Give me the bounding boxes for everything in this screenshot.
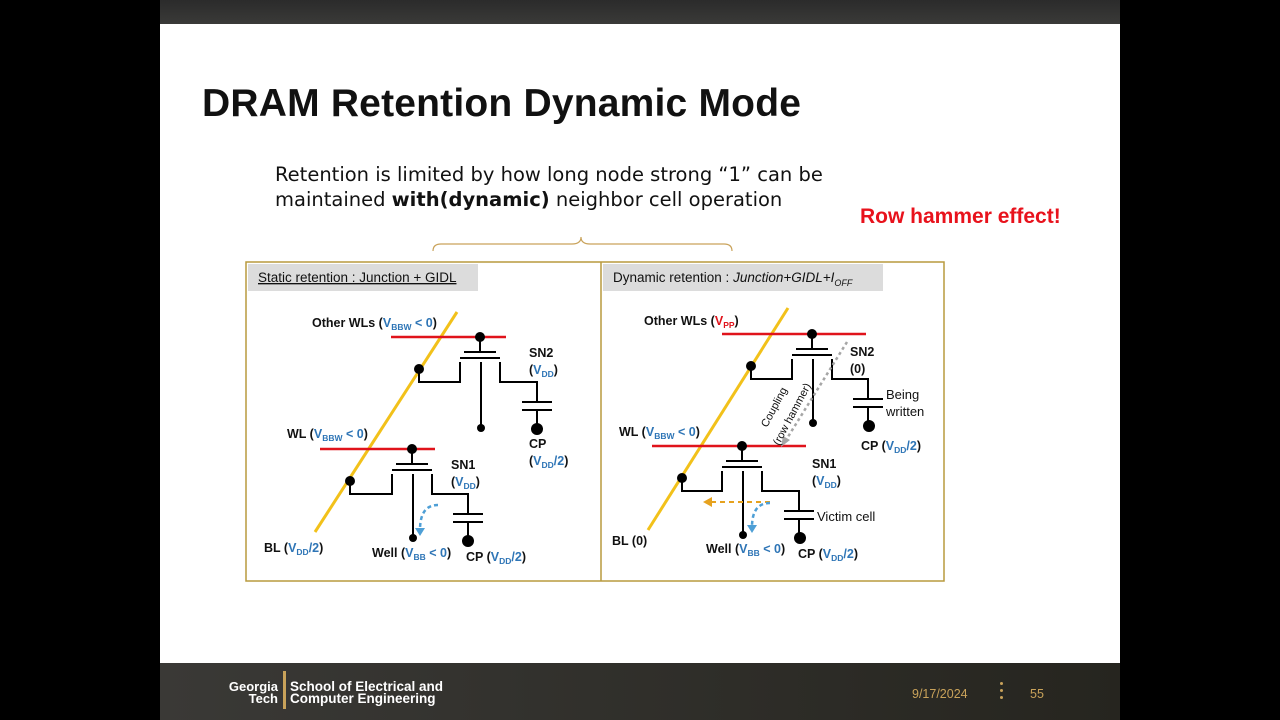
- static-sn2-bl-dot: [414, 364, 424, 374]
- dynamic-sn2-bl-dot: [746, 361, 756, 371]
- dynamic-sn2-transistor: [750, 334, 883, 424]
- written-label: written: [885, 404, 924, 419]
- static-well-label: Well (VBB < 0): [372, 546, 451, 562]
- dynamic-bitline: [646, 307, 790, 531]
- intro-line-2-post: neighbor cell operation: [549, 188, 783, 211]
- static-sn2-label: SN2: [529, 346, 553, 360]
- intro-line-1: Retention is limited by how long node st…: [275, 163, 823, 186]
- slide-title: DRAM Retention Dynamic Mode: [202, 82, 802, 125]
- logo-line-2: Tech: [248, 691, 278, 706]
- static-sn2-cp-dot: [531, 423, 543, 435]
- dynamic-leak-arrowhead: [747, 525, 757, 533]
- dynamic-sn1-vdd: (VDD): [812, 474, 841, 490]
- dynamic-sn1-cp-dot: [794, 532, 806, 544]
- static-sn2-body-dot: [477, 424, 485, 432]
- brace: [432, 236, 733, 252]
- static-leak-arrowhead: [415, 528, 425, 536]
- static-header: Static retention : Junction + GIDL: [258, 270, 457, 285]
- static-sn2-vdd: (VDD): [529, 363, 558, 379]
- dynamic-sn2-value: (0): [850, 362, 865, 376]
- retention-diagram: Static retention : Junction + GIDL: [245, 236, 945, 582]
- window-top-bar: [160, 0, 1120, 24]
- dynamic-sn1-transistor: [681, 446, 814, 536]
- school-line-1: School of Electrical and: [290, 679, 444, 694]
- dynamic-wl-label: WL (VBBW < 0): [619, 425, 700, 441]
- static-header-bg: [248, 264, 478, 291]
- dynamic-bl-label: BL (0): [612, 534, 647, 548]
- static-other-wls-label: Other WLs (VBBW < 0): [312, 316, 437, 332]
- intro-text: Retention is limited by how long node st…: [275, 162, 823, 212]
- slide: DRAM Retention Dynamic Mode Retention is…: [160, 24, 1120, 663]
- dynamic-header-bg: [603, 264, 883, 291]
- static-cp-label: CP: [529, 437, 546, 451]
- slide-date: 9/17/2024: [912, 687, 968, 701]
- dynamic-cp-label: CP (VDD/2): [861, 439, 921, 455]
- static-wl-label: WL (VBBW < 0): [287, 427, 368, 443]
- dynamic-sn1-body-dot: [739, 531, 747, 539]
- more-options-icon[interactable]: [1000, 682, 1004, 703]
- dynamic-other-wls-label: Other WLs (VPP): [644, 314, 739, 330]
- static-cp-vdd: (VDD/2): [529, 454, 568, 470]
- georgia-tech-logo: Georgia Tech: [220, 679, 278, 706]
- static-sn1-cp-dot: [462, 535, 474, 547]
- victim-cell-label: Victim cell: [817, 509, 875, 524]
- page-number: 55: [1030, 687, 1044, 701]
- static-sn1-gate-dot: [407, 444, 417, 454]
- school-line-2: Computer Engineering: [290, 691, 436, 706]
- static-bitline: [313, 311, 459, 533]
- dynamic-well-label: Well (VBB < 0): [706, 542, 785, 558]
- dynamic-sn1-label: SN1: [812, 457, 836, 471]
- dynamic-sn2-label: SN2: [850, 345, 874, 359]
- being-label: Being: [886, 387, 919, 402]
- school-name: School of Electrical and Computer Engine…: [290, 679, 444, 706]
- static-sn1-body-dot: [409, 534, 417, 542]
- intro-line-2-bold: with(dynamic): [391, 188, 550, 211]
- static-sn1-label: SN1: [451, 458, 475, 472]
- dynamic-sn2-gate-dot: [807, 329, 817, 339]
- intro-line-2-pre: maintained: [275, 188, 392, 211]
- static-cp2-label: CP (VDD/2): [466, 550, 526, 566]
- row-hammer-callout: Row hammer effect!: [860, 205, 1061, 228]
- dynamic-sn1-bl-dot: [677, 473, 687, 483]
- static-sn2-gate-dot: [475, 332, 485, 342]
- static-leak-arrow: [418, 503, 439, 531]
- coupling-arrowhead: [781, 436, 790, 447]
- dynamic-sn1-gate-dot: [737, 441, 747, 451]
- static-sn1-bl-dot: [345, 476, 355, 486]
- coupling-arrow: [784, 341, 849, 441]
- static-sn2-transistor: [418, 337, 552, 428]
- dynamic-leak-arrow: [750, 501, 771, 528]
- dynamic-sn2-body-dot: [809, 419, 817, 427]
- panel-frame: [245, 261, 945, 582]
- logo-line-1: Georgia: [228, 679, 278, 694]
- dynamic-header: Dynamic retention : Junction+GIDL+IOFF: [613, 270, 853, 288]
- static-bl-label: BL (VDD/2): [264, 541, 323, 557]
- dynamic-sn2-cp-dot: [863, 420, 875, 432]
- slide-footer: Georgia Tech School of Electrical and Co…: [160, 663, 1120, 720]
- static-sn1-vdd: (VDD): [451, 475, 480, 491]
- dynamic-cp2-label: CP (VDD/2): [798, 547, 858, 563]
- static-sn1-transistor: [349, 449, 483, 540]
- logo-divider: [283, 671, 286, 709]
- ioff-leak-arrowhead: [703, 497, 712, 507]
